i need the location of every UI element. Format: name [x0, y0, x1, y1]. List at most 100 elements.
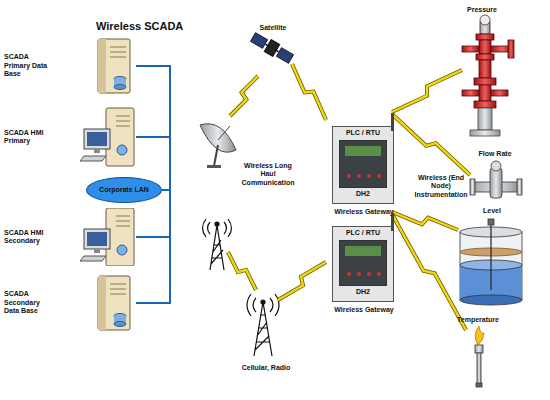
device-body: [339, 240, 387, 286]
drive-slot: [110, 289, 126, 290]
antenna: [389, 213, 397, 233]
text-label: Wireless Long Haul Communication: [238, 162, 298, 187]
monitor: [84, 229, 110, 249]
status-led: [357, 272, 361, 276]
drive-slot: [110, 284, 126, 285]
server-icon: [56, 208, 136, 266]
db-symbol: [114, 322, 126, 327]
server-side: [98, 39, 106, 93]
monitor-screen: [87, 232, 107, 246]
drive-slot: [110, 47, 126, 48]
network-label: Corporate LAN: [99, 186, 149, 194]
server-node: SCADA Secondary Data Base: [4, 272, 136, 334]
antenna-rod: [391, 113, 394, 131]
server-side: [98, 276, 106, 330]
server-label: SCADA Secondary Data Base: [4, 290, 56, 315]
db-symbol: [114, 85, 126, 90]
lan-cable: [136, 66, 170, 190]
keyboard: [80, 256, 106, 261]
gear-symbol: [117, 145, 127, 155]
wireless-bolt: [392, 214, 466, 330]
server-node: SCADA HMI Primary: [4, 104, 136, 170]
server-tower: [98, 276, 130, 330]
wireless-bolt-outline: [228, 252, 256, 290]
device-panel: [339, 240, 387, 286]
lan-cable: [136, 190, 170, 303]
server-tower: [98, 39, 130, 93]
wireless-bolt-outline: [392, 70, 462, 112]
wireless-bolt-outline: [278, 262, 326, 300]
cellular-tower: [247, 294, 279, 356]
gateway-label: DH2: [333, 190, 393, 198]
monitor-screen: [87, 132, 107, 146]
server-node: SCADA HMI Secondary: [4, 208, 136, 266]
wireless-bolt-outline: [292, 64, 326, 120]
drive-slot: [110, 57, 126, 58]
gateway-label: PLC / RTU: [333, 129, 393, 137]
antenna-rod: [391, 213, 394, 231]
wireless-bolt: [228, 252, 256, 290]
text-label: Cellular, Radio: [236, 364, 296, 372]
wireless-bolt: [392, 212, 458, 230]
satellite-icon: [249, 31, 294, 65]
server-label: SCADA Primary Data Base: [4, 53, 56, 78]
level-tank: [460, 219, 522, 305]
status-led: [377, 174, 381, 178]
diagram-title: Wireless SCADA: [96, 20, 183, 33]
wellhead-pressure: [462, 15, 514, 136]
drive-slot: [116, 116, 130, 117]
server-icon: [56, 104, 136, 170]
text-label: Pressure: [462, 6, 502, 14]
wireless-bolt: [292, 64, 326, 120]
temperature-sensor: [475, 326, 484, 387]
gateway-box: PLC / RTUDH2Wireless Gateway: [332, 226, 394, 302]
satellite-dish: [200, 124, 236, 168]
wireless-bolt-outline: [230, 76, 258, 116]
drive-slot: [116, 221, 130, 222]
network-ellipse: Corporate LAN: [86, 177, 162, 203]
text-label: Flow Rate: [472, 150, 518, 158]
drive-slot: [116, 126, 130, 127]
status-led: [357, 174, 361, 178]
status-led: [377, 272, 381, 276]
gateway-label: DH2: [333, 288, 393, 296]
gear-symbol: [117, 245, 127, 255]
radio-tower: [203, 219, 232, 270]
text-label: Temperature: [450, 316, 506, 324]
device-panel: [339, 140, 387, 188]
keyboard: [80, 156, 106, 161]
wireless-bolt: [278, 262, 326, 300]
wireless-bolt: [392, 70, 462, 112]
device-body: [339, 140, 387, 188]
drive-slot: [110, 52, 126, 53]
wireless-bolt: [392, 114, 470, 175]
gateway-heading: Wireless Gateway: [323, 306, 405, 314]
server-node: SCADA Primary Data Base: [4, 34, 136, 98]
status-led: [367, 272, 371, 276]
server-label: SCADA HMI Secondary: [4, 229, 56, 246]
device-display: [345, 146, 381, 156]
flow-meter: [470, 161, 522, 198]
server-label: SCADA HMI Primary: [4, 129, 56, 146]
status-led: [367, 174, 371, 178]
wireless-bolt: [230, 76, 258, 116]
gateway-box: PLC / RTUDH2Wireless Gateway: [332, 126, 394, 204]
status-led: [347, 174, 351, 178]
wireless-bolt-outline: [392, 114, 470, 175]
text-label: Satellite: [248, 24, 298, 32]
wireless-bolt-outline: [392, 214, 466, 330]
wireless-bolt-outline: [392, 212, 458, 230]
status-led: [347, 272, 351, 276]
device-display: [345, 246, 381, 256]
drive-slot: [110, 294, 126, 295]
monitor: [84, 129, 110, 149]
drive-slot: [116, 121, 130, 122]
drive-slot: [116, 226, 130, 227]
text-label: Wireless (End Node) Instrumentation: [410, 174, 472, 199]
monitor-stand: [94, 249, 100, 253]
gateway-label: PLC / RTU: [333, 229, 393, 237]
server-icon: [56, 272, 136, 334]
drive-slot: [116, 216, 130, 217]
